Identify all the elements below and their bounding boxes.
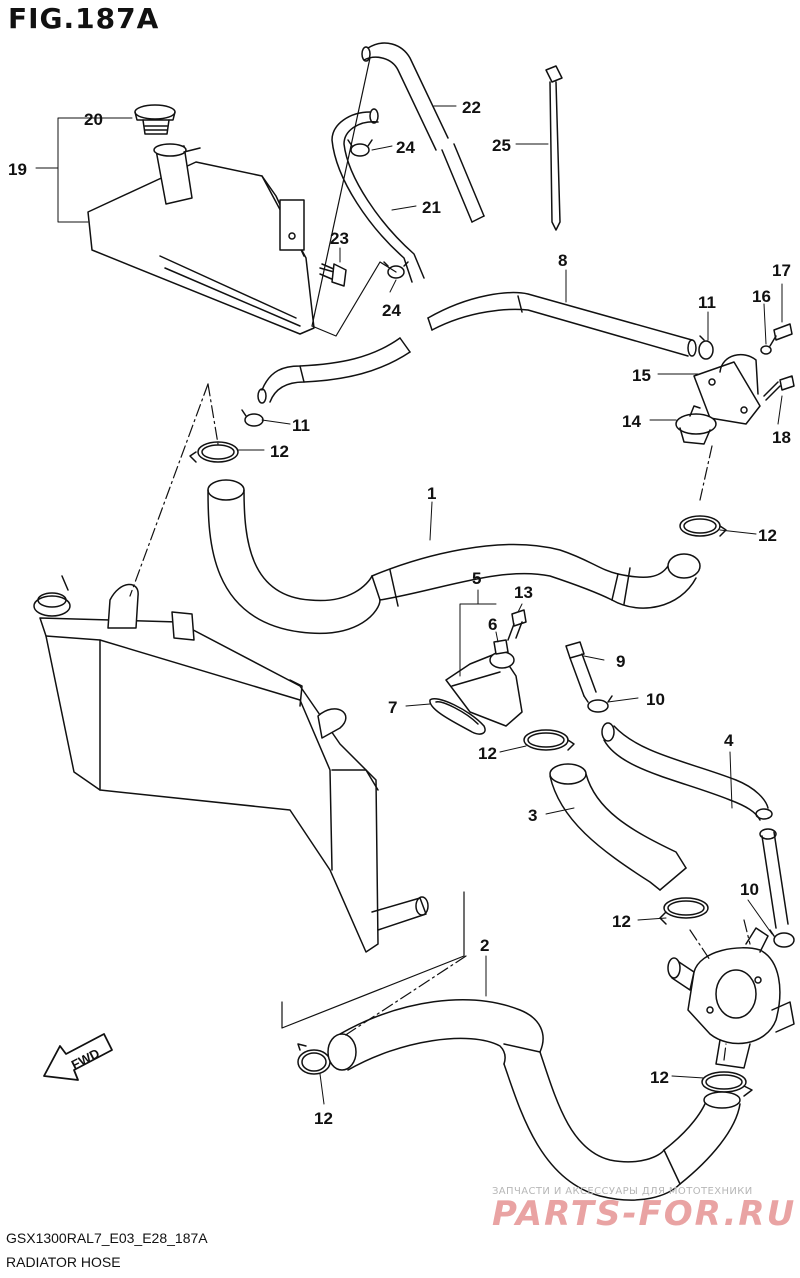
callout-25: 25 bbox=[492, 136, 511, 155]
bolt-13 bbox=[507, 609, 527, 641]
callout-16: 16 bbox=[752, 287, 771, 306]
clamp-10-upper bbox=[583, 695, 613, 713]
hose-3 bbox=[549, 763, 687, 891]
clamp-12-f bbox=[297, 1043, 331, 1075]
callout-11-left: 11 bbox=[292, 416, 310, 435]
footer-code: GSX1300RAL7_E03_E28_187A bbox=[6, 1230, 208, 1246]
callout-24-upper: 24 bbox=[396, 138, 415, 157]
hose-8 bbox=[257, 291, 697, 404]
callout-12-c: 12 bbox=[478, 744, 497, 763]
clamp-12-a bbox=[189, 441, 239, 463]
callout-6: 6 bbox=[488, 615, 497, 634]
watermark-tagline: ЗАПЧАСТИ И АКСЕССУАРЫ ДЛЯ МОТОТЕХНИКИ bbox=[492, 1186, 753, 1197]
hose-22 bbox=[361, 42, 485, 223]
callout-12-b: 12 bbox=[758, 526, 777, 545]
figure-title: FIG.187A bbox=[8, 2, 160, 35]
callout-22: 22 bbox=[462, 98, 481, 117]
callout-12-f: 12 bbox=[314, 1109, 333, 1128]
clamp-11-right bbox=[698, 335, 714, 360]
callout-12-e: 12 bbox=[650, 1068, 669, 1087]
clamp-24-lower bbox=[383, 261, 409, 279]
callout-1: 1 bbox=[427, 484, 436, 503]
thermostat-14 bbox=[675, 405, 717, 445]
callout-2: 2 bbox=[480, 936, 489, 955]
clamp-12-d bbox=[659, 897, 709, 925]
reservoir-cap bbox=[134, 104, 176, 135]
callout-12-a: 12 bbox=[270, 442, 289, 461]
callout-14: 14 bbox=[622, 412, 641, 431]
callout-10-upper: 10 bbox=[646, 690, 665, 709]
radiator bbox=[33, 575, 429, 953]
clamp-11-left bbox=[241, 409, 264, 427]
washer-16 bbox=[760, 345, 772, 355]
bolt-6 bbox=[493, 639, 509, 655]
watermark-logo: PARTS-FOR.RU bbox=[492, 1194, 797, 1234]
reservoir-tank bbox=[87, 143, 315, 335]
callout-23: 23 bbox=[330, 229, 349, 248]
clamp-10-lower bbox=[769, 929, 795, 948]
cable-tie-25 bbox=[545, 65, 563, 231]
callout-17: 17 bbox=[772, 261, 791, 280]
hose-1 bbox=[207, 479, 701, 635]
callout-4: 4 bbox=[724, 731, 734, 750]
hose-2 bbox=[327, 999, 741, 1201]
clamp-24-upper bbox=[347, 139, 373, 157]
callout-leaders bbox=[35, 105, 783, 1105]
callout-20: 20 bbox=[84, 110, 103, 129]
water-outlet-5 bbox=[445, 651, 523, 727]
thermostat-cover-15 bbox=[693, 353, 761, 425]
callout-12-d: 12 bbox=[612, 912, 631, 931]
callout-9: 9 bbox=[616, 652, 625, 671]
fitting-9 bbox=[565, 641, 597, 697]
callout-5: 5 bbox=[472, 569, 481, 588]
callout-7: 7 bbox=[388, 698, 397, 717]
clamp-12-b bbox=[679, 515, 727, 537]
bolt-17 bbox=[769, 323, 793, 347]
callout-24-lower: 24 bbox=[382, 301, 401, 320]
callout-19: 19 bbox=[8, 160, 27, 179]
footer-name: RADIATOR HOSE bbox=[6, 1254, 121, 1270]
clamp-12-e bbox=[701, 1071, 753, 1097]
clamp-12-c bbox=[523, 729, 575, 751]
hose-21 bbox=[331, 108, 425, 283]
callout-numbers: 19 20 22 24 21 25 23 24 8 17 16 11 15 14… bbox=[8, 98, 791, 1128]
callout-8: 8 bbox=[558, 251, 567, 270]
bolt-23 bbox=[319, 263, 347, 287]
water-pump bbox=[667, 927, 795, 1069]
reference-lines bbox=[129, 57, 751, 1061]
callout-3: 3 bbox=[528, 806, 537, 825]
bolt-18 bbox=[763, 375, 795, 401]
fwd-arrow-icon bbox=[43, 1033, 113, 1081]
callout-15: 15 bbox=[632, 366, 651, 385]
callout-10-lower: 10 bbox=[740, 880, 759, 899]
gasket-7 bbox=[429, 698, 486, 735]
callout-13: 13 bbox=[514, 583, 533, 602]
hose-4 bbox=[601, 722, 789, 929]
callout-11-right: 11 bbox=[698, 293, 716, 312]
callout-18: 18 bbox=[772, 428, 791, 447]
callout-21: 21 bbox=[422, 198, 441, 217]
